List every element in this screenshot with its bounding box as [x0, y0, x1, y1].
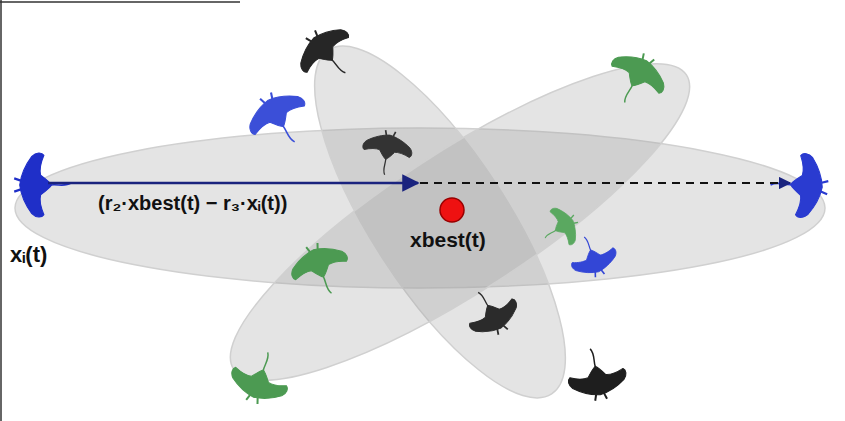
- best-position-dot: [440, 198, 464, 222]
- math-label: (r₂·xbest(t) − r₃·xᵢ(t)): [98, 192, 287, 215]
- frame-line: [0, 0, 2, 421]
- dashed-arrow: [420, 182, 790, 184]
- manta-rays: [14, 15, 830, 411]
- math-label: xᵢ(t): [10, 242, 47, 268]
- movement-arrow: [48, 182, 418, 185]
- search-ellipse: [195, 16, 724, 421]
- math-label: xbest(t): [410, 228, 486, 252]
- frame-line: [0, 1, 240, 3]
